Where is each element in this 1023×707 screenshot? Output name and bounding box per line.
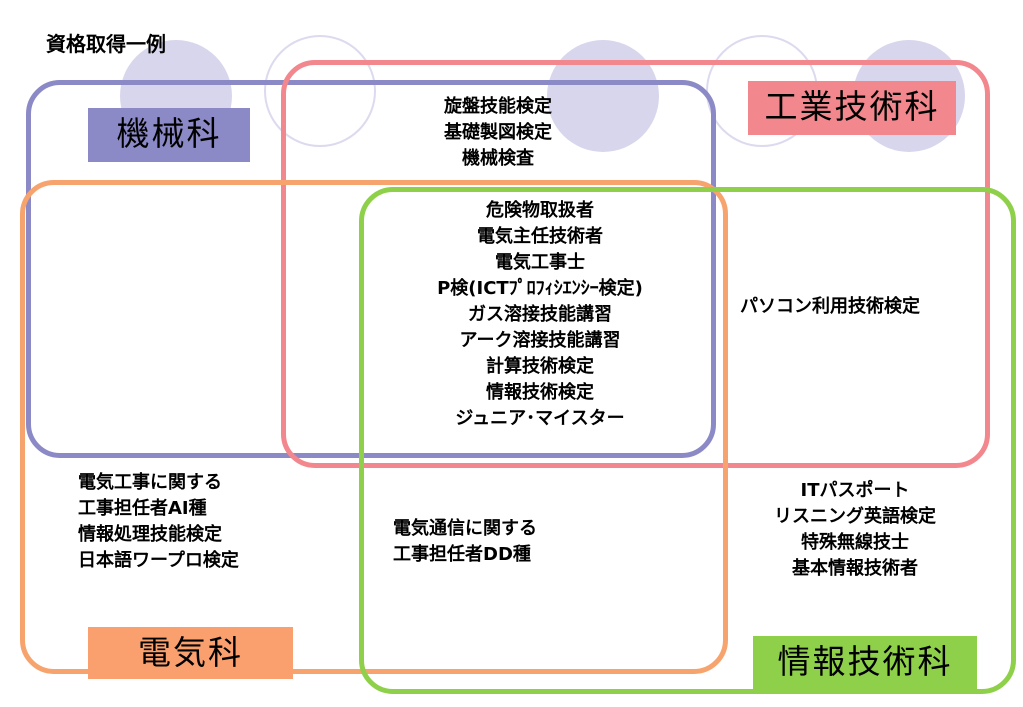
list-mech-industrial: 旋盤技能検定 基礎製図検定 機械検査 xyxy=(398,94,598,172)
list-electrical: 電気工事に関する 工事担任者AI種 情報処理技能検定 日本語ワープロ検定 xyxy=(78,470,338,574)
list-item: 電気工事に関する xyxy=(78,472,222,493)
list-item: 工事担任者DD種 xyxy=(393,544,531,565)
region-mechanical xyxy=(26,80,716,458)
list-industrial-info: パソコン利用技術検定 xyxy=(740,294,920,320)
list-item: 基礎製図検定 xyxy=(444,122,552,143)
list-item: 特殊無線技士 xyxy=(801,532,909,553)
list-item: ITパスポート xyxy=(800,480,910,501)
label-electrical: 電気科 xyxy=(88,627,293,679)
decor-circle-2 xyxy=(264,35,376,147)
list-item: アーク溶接技能講習 xyxy=(459,330,621,351)
decor-circle-3 xyxy=(547,40,659,152)
list-item: リスニング英語検定 xyxy=(774,506,936,527)
list-all-departments: 危険物取扱者 電気主任技術者 電気工事士 P検(ICTﾌﾟﾛﾌｨｼｴﾝｼｰ検定)… xyxy=(395,198,685,432)
list-item: 日本語ワープロ検定 xyxy=(78,550,239,571)
list-item: パソコン利用技術検定 xyxy=(740,296,920,317)
list-item: 機械検査 xyxy=(462,148,534,169)
region-industrial xyxy=(281,60,990,468)
list-elec-info: 電気通信に関する 工事担任者DD種 xyxy=(393,516,683,568)
list-item: 電気主任技術者 xyxy=(477,226,603,247)
label-industrial: 工業技術科 xyxy=(748,81,956,135)
list-item: 工事担任者AI種 xyxy=(78,498,207,519)
list-item: 情報技術検定 xyxy=(486,382,594,403)
list-item: 旋盤技能検定 xyxy=(444,96,552,117)
page-title: 資格取得一例 xyxy=(46,32,166,56)
list-item: P検(ICTﾌﾟﾛﾌｨｼｴﾝｼｰ検定) xyxy=(437,278,643,299)
region-information xyxy=(359,187,1016,694)
label-information: 情報技術科 xyxy=(753,636,977,690)
list-information: ITパスポート リスニング英語検定 特殊無線技士 基本情報技術者 xyxy=(755,478,955,582)
list-item: ガス溶接技能講習 xyxy=(468,304,612,325)
list-item: 電気工事士 xyxy=(495,252,585,273)
list-item: 危険物取扱者 xyxy=(486,200,594,221)
list-item: 電気通信に関する xyxy=(393,518,537,539)
label-mechanical: 機械科 xyxy=(88,108,250,162)
list-item: 基本情報技術者 xyxy=(792,558,918,579)
list-item: ジュニア･マイスター xyxy=(455,408,625,429)
list-item: 情報処理技能検定 xyxy=(78,524,222,545)
list-item: 計算技術検定 xyxy=(486,356,594,377)
